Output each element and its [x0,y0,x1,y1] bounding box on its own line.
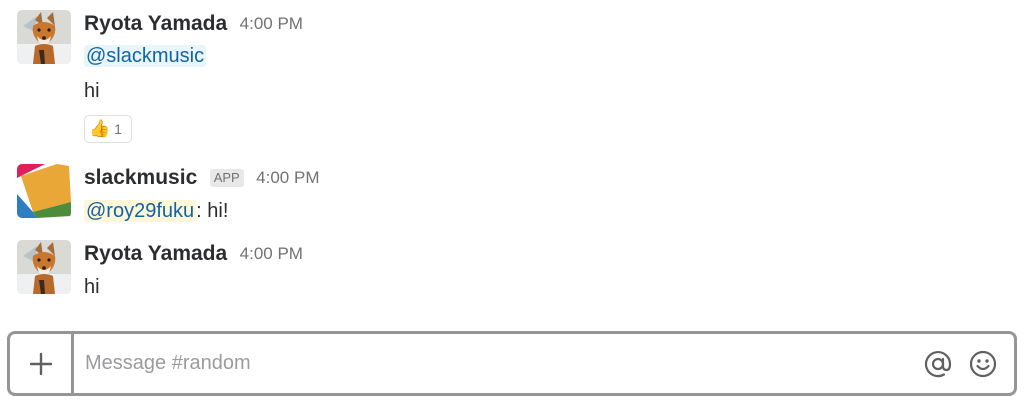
message-text: hi [84,80,100,102]
emoji-button[interactable] [968,349,998,379]
message-header: slackmusic APP 4:00 PM [84,166,319,190]
reaction-thumbs-up[interactable]: 👍 1 [84,115,132,143]
message-line-mention: @roy29fuku: hi! [84,198,228,224]
timestamp[interactable]: 4:00 PM [239,14,303,33]
timestamp[interactable]: 4:00 PM [239,244,303,263]
message-3: Ryota Yamada 4:00 PM hi [0,230,1024,310]
user-mention[interactable]: @roy29fuku [84,200,197,222]
smiley-icon [969,350,997,378]
at-sign-icon [924,351,952,378]
avatar-ryota-yamada[interactable] [17,240,71,294]
message-text: : hi! [196,200,229,222]
timestamp[interactable]: 4:00 PM [256,168,320,187]
reaction-count: 1 [114,121,122,137]
message-header: Ryota Yamada 4:00 PM [84,12,303,36]
message-1: Ryota Yamada 4:00 PM @slackmusic hi 👍 1 [0,0,1024,150]
message-header: Ryota Yamada 4:00 PM [84,242,303,266]
sender-name[interactable]: Ryota Yamada [84,242,228,265]
thumbs-up-icon: 👍 [89,119,111,138]
user-mention[interactable]: @slackmusic [84,45,207,67]
message-2: slackmusic APP 4:00 PM @roy29fuku: hi! [0,150,1024,230]
avatar-ryota-yamada[interactable] [17,10,71,64]
message-input[interactable] [85,334,905,393]
message-line-mention: @slackmusic [84,43,207,69]
avatar-slackmusic[interactable] [17,164,71,218]
plus-icon [29,352,52,375]
sender-name[interactable]: slackmusic [84,166,198,189]
message-text: hi [84,276,100,298]
sender-name[interactable]: Ryota Yamada [84,12,228,35]
app-badge: APP [209,169,244,187]
mention-button[interactable] [923,349,953,379]
add-attachment-button[interactable] [10,334,74,393]
message-composer [7,331,1017,396]
